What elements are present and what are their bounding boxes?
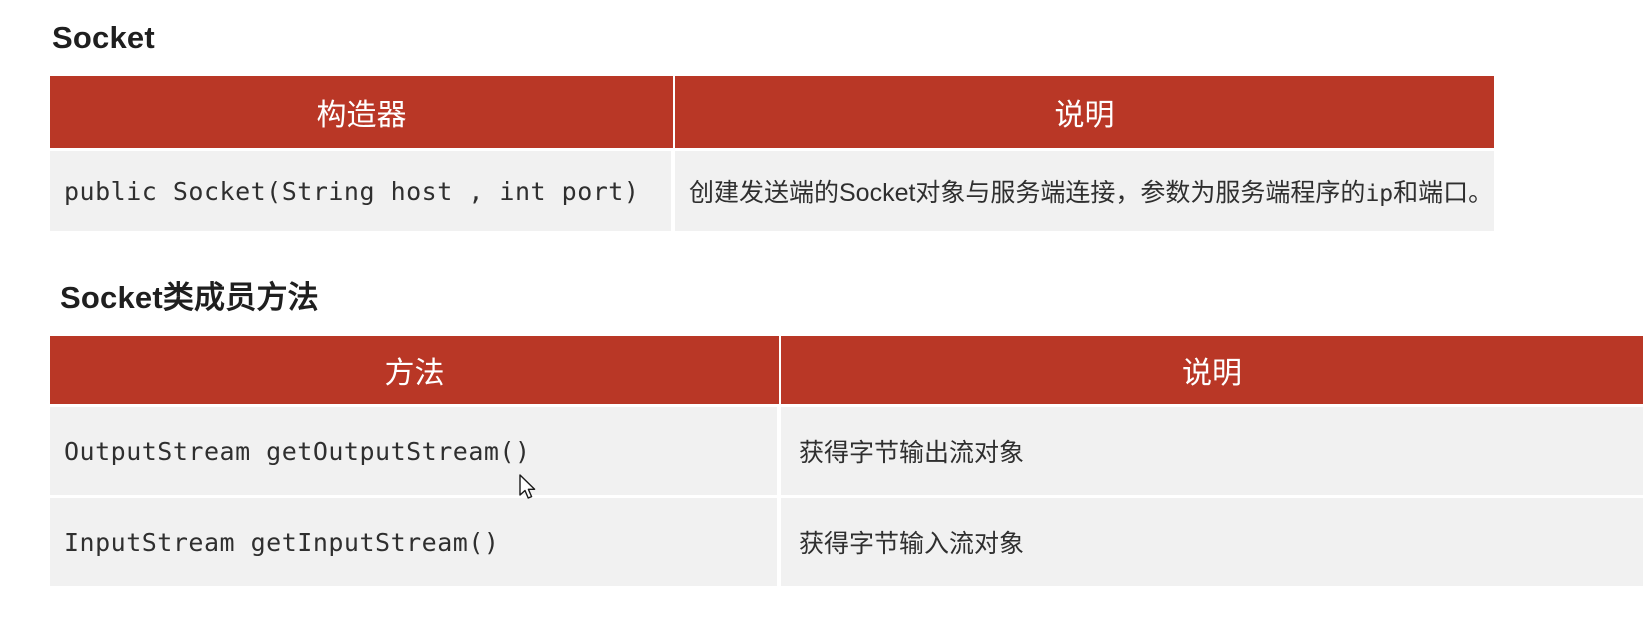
page-title-socket: Socket: [52, 20, 155, 55]
constructor-description-text: 创建发送端的Socket对象与服务端连接，参数为服务端程序的ip和端口。: [689, 179, 1493, 207]
table-row: public Socket(String host , int port) 创建…: [50, 151, 1494, 234]
page-title-socket-methods: Socket类成员方法: [60, 280, 319, 315]
table-header-row: 方法 说明: [50, 336, 1643, 407]
description-suffix-text: 和端口。: [1393, 179, 1494, 207]
method-signature-text: InputStream getInputStream(): [64, 527, 500, 557]
cell-constructor-signature: public Socket(String host , int port): [50, 151, 675, 234]
column-header-description: 说明: [781, 336, 1643, 407]
cell-method-description: 获得字节输出流对象: [781, 407, 1643, 498]
cell-method-signature: InputStream getInputStream(): [50, 498, 781, 589]
table-row: InputStream getInputStream() 获得字节输入流对象: [50, 498, 1643, 589]
table-header-row: 构造器 说明: [50, 76, 1494, 151]
constructor-signature-text: public Socket(String host , int port): [64, 176, 640, 206]
column-header-method: 方法: [50, 336, 781, 407]
description-mono-text: ip: [1365, 181, 1394, 207]
cell-method-signature: OutputStream getOutputStream(): [50, 407, 781, 498]
method-signature-text: OutputStream getOutputStream(): [64, 436, 531, 466]
column-header-description: 说明: [675, 76, 1494, 151]
method-description-text: 获得字节输入流对象: [799, 530, 1025, 558]
cell-method-description: 获得字节输入流对象: [781, 498, 1643, 589]
socket-methods-table: 方法 说明 OutputStream getOutputStream() 获得字…: [50, 336, 1643, 589]
column-header-constructor: 构造器: [50, 76, 675, 151]
cell-constructor-description: 创建发送端的Socket对象与服务端连接，参数为服务端程序的ip和端口。: [675, 151, 1494, 234]
description-prefix-text: 创建发送端的Socket对象与服务端连接，参数为服务端程序的: [689, 179, 1366, 207]
method-description-text: 获得字节输出流对象: [799, 439, 1025, 467]
socket-constructor-table: 构造器 说明 public Socket(String host , int p…: [50, 76, 1494, 234]
table-row: OutputStream getOutputStream() 获得字节输出流对象: [50, 407, 1643, 498]
